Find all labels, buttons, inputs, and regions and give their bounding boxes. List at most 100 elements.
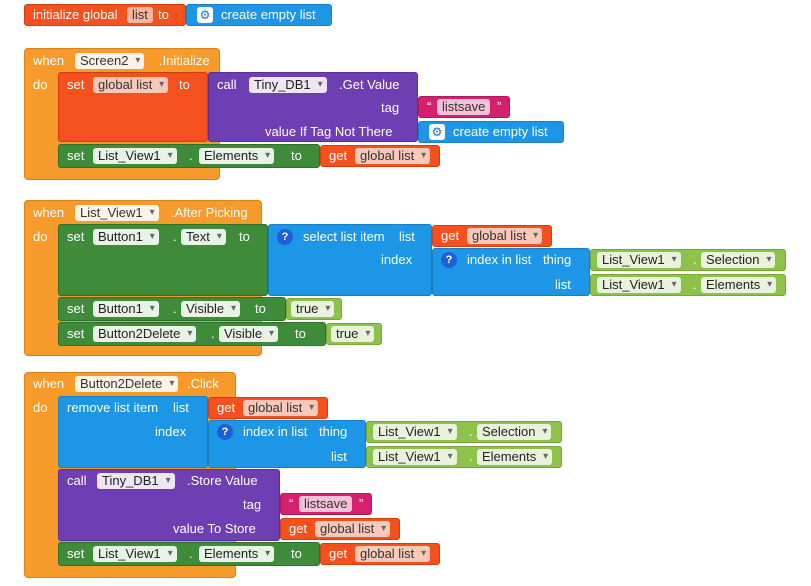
get-global-list-block-1[interactable]: get global list (320, 145, 440, 167)
property-dropdown[interactable]: Visible (219, 326, 279, 342)
component-dropdown[interactable]: Button2Delete (93, 326, 197, 342)
set-elements-block-1[interactable]: set List_View1 . Elements to (58, 144, 320, 168)
to-label: to (179, 77, 190, 92)
component-dropdown[interactable]: Screen2 (75, 53, 145, 69)
help-icon[interactable]: ? (277, 229, 293, 245)
component-dropdown[interactable]: Button1 (93, 301, 159, 317)
quote-open: “ (427, 99, 432, 114)
property-dropdown[interactable]: Elements (701, 277, 777, 293)
set-label: set (67, 77, 85, 92)
get-label: get (329, 546, 348, 561)
dot-label: . (173, 229, 177, 244)
component-dropdown[interactable]: List_View1 (597, 277, 681, 293)
store-value-call-block[interactable]: call Tiny_DB1 .Store Value tag value To … (58, 469, 280, 541)
do-label: do (33, 229, 48, 244)
tag-label: tag (243, 497, 262, 512)
create-empty-list-block-2[interactable]: ⚙ create empty list (418, 121, 564, 143)
method-label: .Store Value (187, 473, 258, 488)
init-to-label: to (158, 7, 169, 22)
boolean-dropdown[interactable]: true (331, 326, 375, 342)
help-icon[interactable]: ? (217, 424, 233, 440)
text-listsave-block-2[interactable]: “ listsave ” (280, 493, 372, 515)
set-button1-text-block[interactable]: set Button1 . Text to (58, 224, 268, 296)
get-global-list-block-3[interactable]: get global list (208, 397, 328, 419)
event-name-label: .After Picking (171, 205, 248, 220)
set-label: set (67, 301, 85, 316)
true-block-1[interactable]: true (286, 298, 342, 320)
to-label: to (295, 326, 306, 341)
to-label: to (239, 229, 250, 244)
set-elements-block-2[interactable]: set List_View1 . Elements to (58, 542, 320, 566)
get-global-list-block-4[interactable]: get global list (280, 518, 400, 540)
component-dropdown[interactable]: Button1 (93, 229, 159, 245)
thing-label: thing (543, 252, 572, 267)
get-label: get (217, 400, 236, 415)
gear-icon[interactable]: ⚙ (197, 7, 213, 23)
list-view-selection-getter-2[interactable]: List_View1 . Selection (366, 421, 562, 443)
select-list-item-block[interactable]: ? select list item list index (268, 224, 432, 296)
variable-dropdown[interactable]: global list (467, 228, 543, 244)
get-label: get (441, 228, 460, 243)
db-dropdown[interactable]: Tiny_DB1 (249, 77, 327, 93)
index-in-list-block-2[interactable]: ? index in list thing list (208, 420, 366, 468)
property-dropdown[interactable]: Elements (199, 148, 275, 164)
text-listsave-block-1[interactable]: “ listsave ” (418, 96, 510, 118)
dot-label: . (693, 252, 697, 267)
help-icon[interactable]: ? (441, 252, 457, 268)
quote-close: ” (359, 496, 364, 511)
init-var-name-field[interactable]: list (127, 7, 153, 23)
get-global-list-block-2[interactable]: get global list (432, 225, 552, 247)
component-dropdown[interactable]: List_View1 (373, 449, 457, 465)
component-dropdown[interactable]: List_View1 (75, 205, 159, 221)
set-button1-visible-block[interactable]: set Button1 . Visible to (58, 297, 286, 321)
db-dropdown[interactable]: Tiny_DB1 (97, 473, 175, 489)
list-view-elements-getter-1[interactable]: List_View1 . Elements (590, 274, 786, 296)
when-label: when (33, 53, 65, 68)
do-label: do (33, 77, 48, 92)
boolean-dropdown[interactable]: true (291, 301, 335, 317)
true-block-2[interactable]: true (326, 323, 382, 345)
property-dropdown[interactable]: Elements (199, 546, 275, 562)
text-value-field[interactable]: listsave (437, 99, 491, 115)
call-label: call (217, 77, 237, 92)
when-label: when (33, 205, 65, 220)
do-label: do (33, 400, 48, 415)
set-global-list-block[interactable]: set global list to (58, 72, 208, 142)
dot-label: . (189, 546, 193, 561)
event-name-label: .Initialize (159, 53, 210, 68)
variable-dropdown[interactable]: global list (355, 148, 431, 164)
text-value-field[interactable]: listsave (299, 496, 353, 512)
property-dropdown[interactable]: Elements (477, 449, 553, 465)
component-dropdown[interactable]: List_View1 (597, 252, 681, 268)
component-dropdown[interactable]: Button2Delete (75, 376, 179, 392)
variable-dropdown[interactable]: global list (355, 546, 431, 562)
remove-list-item-label: remove list item (67, 400, 159, 415)
variable-dropdown[interactable]: global list (243, 400, 319, 416)
get-value-call-block[interactable]: call Tiny_DB1 .Get Value tag value If Ta… (208, 72, 418, 142)
list-view-selection-getter[interactable]: List_View1 . Selection (590, 249, 786, 271)
get-global-list-block-5[interactable]: get global list (320, 543, 440, 565)
remove-list-item-block[interactable]: remove list item list index (58, 396, 208, 468)
to-label: to (291, 546, 302, 561)
index-label: index (381, 252, 413, 267)
component-dropdown[interactable]: List_View1 (93, 148, 177, 164)
event-name-label: .Click (187, 376, 219, 391)
component-dropdown[interactable]: List_View1 (93, 546, 177, 562)
to-label: to (291, 148, 302, 163)
property-dropdown[interactable]: Selection (477, 424, 552, 440)
set-button2delete-visible-block[interactable]: set Button2Delete . Visible to (58, 322, 326, 346)
list-view-elements-getter-2[interactable]: List_View1 . Elements (366, 446, 562, 468)
create-empty-list-block-1[interactable]: ⚙ create empty list (186, 4, 332, 26)
variable-dropdown[interactable]: global list (315, 521, 391, 537)
property-dropdown[interactable]: Selection (701, 252, 776, 268)
property-dropdown[interactable]: Text (181, 229, 226, 245)
dot-label: . (173, 301, 177, 316)
property-dropdown[interactable]: Visible (181, 301, 241, 317)
init-global-block[interactable]: initialize global list to (24, 4, 186, 26)
index-in-list-block-1[interactable]: ? index in list thing list (432, 248, 590, 296)
dot-label: . (693, 277, 697, 292)
dot-label: . (469, 449, 473, 464)
variable-dropdown[interactable]: global list (93, 77, 169, 93)
component-dropdown[interactable]: List_View1 (373, 424, 457, 440)
gear-icon[interactable]: ⚙ (429, 124, 445, 140)
